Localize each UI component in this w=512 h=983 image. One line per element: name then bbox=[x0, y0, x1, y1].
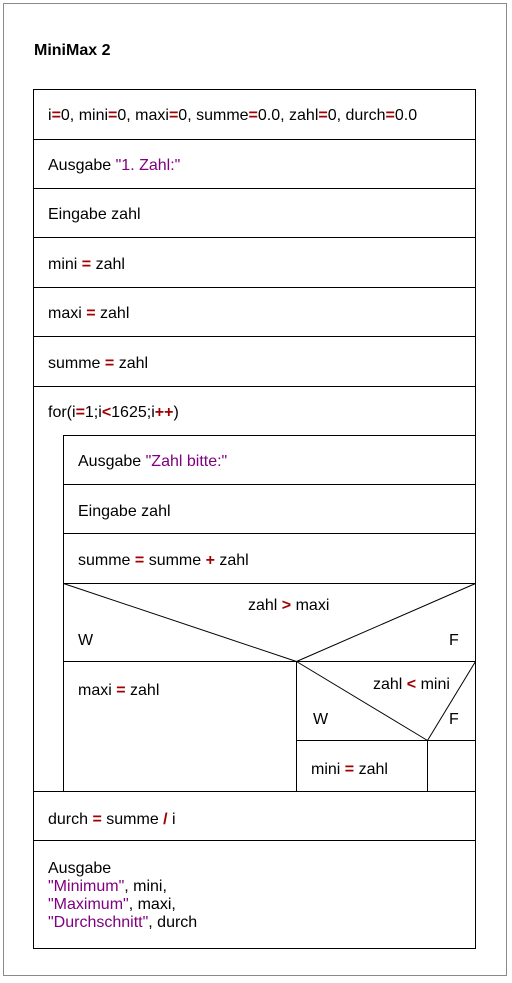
input-first-number: Eingabe zahl bbox=[48, 206, 141, 223]
if-min-diag-right bbox=[427, 661, 476, 741]
mini-set: mini = zahl bbox=[311, 761, 388, 778]
final-output-line-2: "Minimum", mini, bbox=[48, 878, 167, 895]
maxi-set: maxi = zahl bbox=[78, 682, 159, 699]
final-output-line-4: "Durchschnitt", durch bbox=[48, 914, 197, 931]
condition-min: zahl < mini bbox=[373, 676, 450, 693]
input-loop-number: Eingabe zahl bbox=[78, 503, 171, 520]
if-max-diag-left bbox=[63, 583, 297, 662]
if-max-diag-right bbox=[296, 583, 476, 662]
outer-box bbox=[33, 89, 476, 949]
condition-min-false-label: F bbox=[449, 711, 459, 728]
struktogramm: i=0, mini=0, maxi=0, summe=0.0, zahl=0, … bbox=[33, 89, 476, 949]
summe-add: summe = summe + zahl bbox=[78, 552, 249, 569]
condition-max-true-label: W bbox=[78, 632, 94, 649]
init-statement: i=0, mini=0, maxi=0, summe=0.0, zahl=0, … bbox=[48, 107, 417, 124]
condition-min-true-label: W bbox=[313, 711, 329, 728]
output-first-number: Ausgabe "1. Zahl:" bbox=[48, 157, 180, 174]
for-loop-head: for(i=1;i<1625;i++) bbox=[48, 404, 179, 421]
durch-assign: durch = summe / i bbox=[48, 811, 176, 828]
mini-assign: mini = zahl bbox=[48, 256, 125, 273]
condition-max: zahl > maxi bbox=[248, 597, 329, 614]
final-output-line-3: "Maximum", maxi, bbox=[48, 896, 176, 913]
summe-assign: summe = zahl bbox=[48, 355, 148, 372]
page-frame bbox=[3, 3, 507, 976]
maxi-assign: maxi = zahl bbox=[48, 305, 129, 322]
condition-max-false-label: F bbox=[449, 632, 459, 649]
diagram-title: MiniMax 2 bbox=[34, 42, 111, 59]
output-loop-prompt: Ausgabe "Zahl bitte:" bbox=[78, 453, 227, 470]
if-min-diag-left bbox=[296, 661, 428, 741]
final-output-line-1: Ausgabe bbox=[48, 860, 111, 877]
